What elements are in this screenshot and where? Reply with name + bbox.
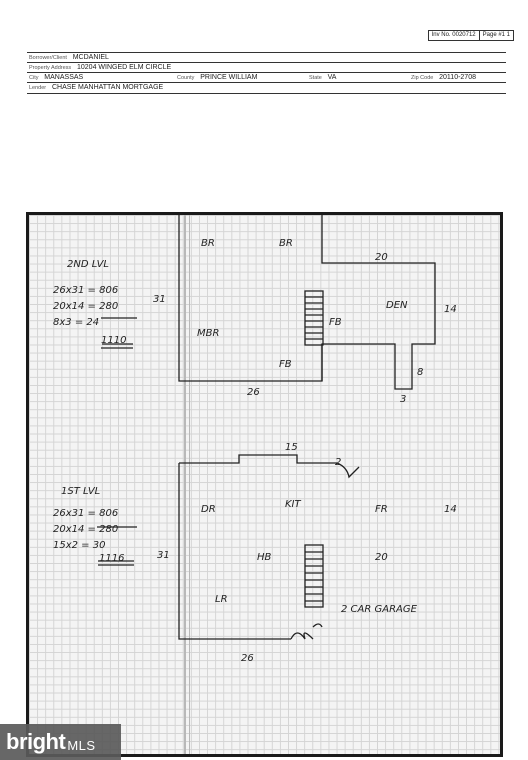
second-level-calc-1: 26x31 = 806 [53, 285, 118, 296]
room-den: DEN [386, 300, 408, 311]
first-level-stairs [304, 544, 324, 608]
room-mbr: MBR [197, 328, 219, 339]
dim-label: 2 [335, 457, 341, 468]
zip-value: 20110-2708 [439, 74, 476, 81]
second-level-title: 2ND LVL [67, 259, 109, 270]
first-level-calc-3: 15x2 = 30 [53, 540, 105, 551]
second-level-total: 1110 [101, 335, 126, 346]
dim-label: 8 [417, 367, 423, 378]
room-hb: HB [257, 552, 272, 563]
room-lr: LR [215, 594, 228, 605]
zip-label: Zip Code [411, 75, 434, 81]
file-number: Inv No. 0020712 [431, 32, 476, 38]
brand-suffix: MLS [67, 737, 96, 753]
city-value: MANASSAS [44, 74, 84, 81]
bright-mls-watermark: bright MLS [0, 724, 121, 760]
first-level-title: 1ST LVL [61, 486, 100, 497]
lender-value: CHASE MANHATTAN MORTGAGE [51, 84, 164, 91]
borrower-value: MCDANIEL [72, 54, 109, 61]
page-number: Page #1 1 [478, 31, 513, 40]
second-level-calc-2: 20x14 = 280 [53, 301, 118, 312]
front-door-swing [290, 632, 314, 640]
county-value: PRINCE WILLIAM [200, 74, 258, 81]
dim-label: 26 [241, 653, 254, 664]
city-label: City [29, 75, 39, 81]
first-level-outline [178, 463, 291, 640]
dim-label: 31 [157, 550, 170, 561]
room-br: BR [279, 238, 293, 249]
room-fb: FB [279, 359, 292, 370]
sheet-fold-line [184, 215, 186, 754]
second-level-outline [178, 215, 436, 390]
address-value: 10204 WINGED ELM CIRCLE [77, 64, 172, 71]
dim-label: 26 [247, 387, 260, 398]
property-header: Borrower/Client MCDANIEL Property Addres… [27, 52, 506, 96]
room-kit: KIT [285, 499, 302, 510]
state-label: State [309, 75, 322, 81]
first-level-calc-2: 20x14 = 280 [53, 524, 118, 535]
room-garage: 2 CAR GARAGE [341, 604, 418, 615]
dim-label: 20 [375, 252, 388, 263]
first-level-total: 1116 [99, 553, 124, 564]
dim-label: 31 [153, 294, 166, 305]
first-level-calc-1: 26x31 = 806 [53, 508, 118, 519]
dim-label: 14 [444, 304, 457, 315]
room-br: BR [201, 238, 215, 249]
second-level-stairs [304, 290, 324, 346]
header-row-lender: Lender CHASE MANHATTAN MORTGAGE [27, 82, 506, 94]
header-row-city: City MANASSAS County PRINCE WILLIAM Stat… [27, 72, 506, 83]
state-value: VA [327, 74, 337, 81]
header-row-address: Property Address 10204 WINGED ELM CIRCLE [27, 62, 506, 73]
file-number-box: Inv No. 0020712 Page #1 1 [427, 30, 514, 41]
room-fr: FR [375, 504, 388, 515]
room-dr: DR [201, 504, 216, 515]
dim-label: 3 [400, 394, 406, 405]
second-level-calc-3: 8x3 = 24 [53, 317, 99, 328]
brand-name: bright [6, 729, 66, 754]
floor-plan-sheet: 2ND LVL 26x31 = 806 20x14 = 280 8x3 = 24… [26, 212, 503, 757]
first-level-top-wall [179, 454, 337, 464]
county-label: County [177, 75, 195, 81]
header-row-borrower: Borrower/Client MCDANIEL [27, 52, 506, 63]
dim-label: 14 [444, 504, 457, 515]
dim-label: 20 [375, 552, 388, 563]
room-fb: FB [329, 317, 342, 328]
floor-plan-drawing: 2ND LVL 26x31 = 806 20x14 = 280 8x3 = 24… [53, 215, 457, 664]
lender-label: Lender [29, 85, 47, 91]
dim-label: 15 [285, 442, 298, 453]
address-label: Property Address [29, 65, 72, 71]
bump-door-swing [336, 462, 360, 479]
sheet-fold-line [189, 215, 190, 754]
garage-door-swing [312, 623, 323, 628]
borrower-label: Borrower/Client [29, 55, 67, 61]
